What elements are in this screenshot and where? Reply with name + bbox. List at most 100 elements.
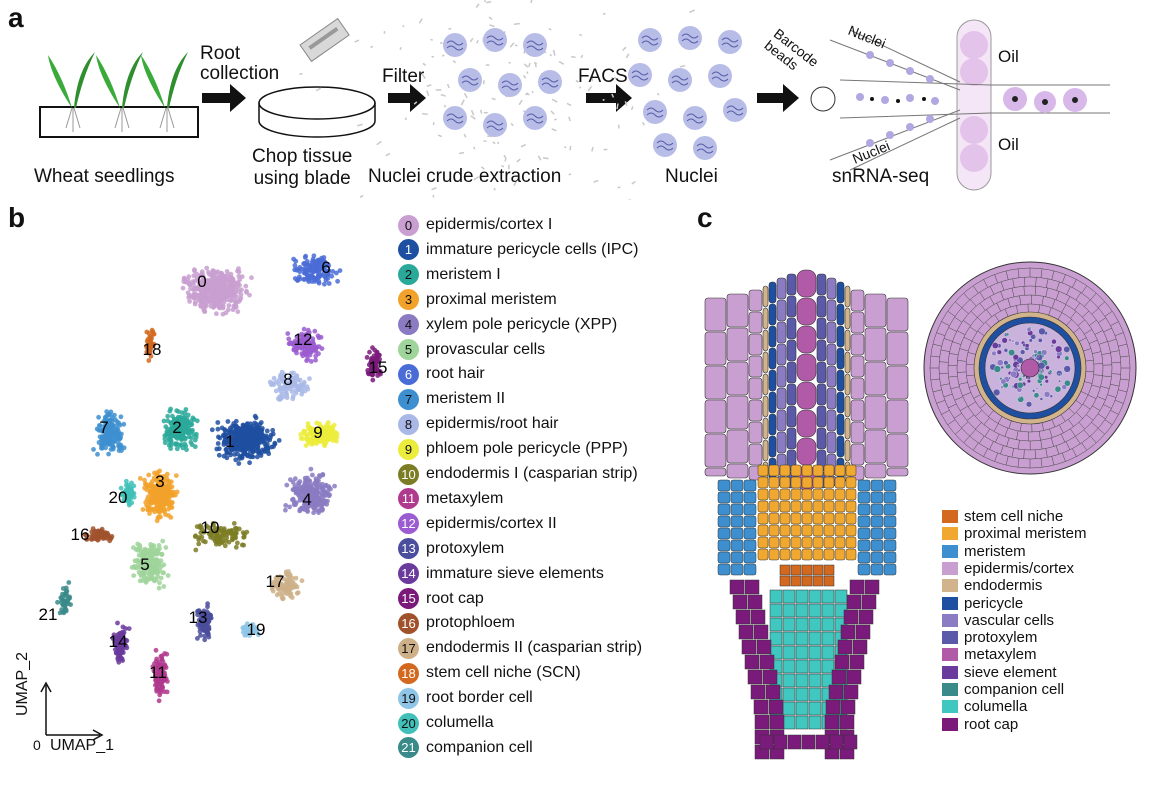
tissue-legend-label: meristem <box>964 542 1026 560</box>
umap-cluster-10 <box>192 521 250 553</box>
cluster-legend-dot: 1 <box>398 239 419 261</box>
umap-cluster-7 <box>91 409 127 457</box>
cluster-legend-dot: 14 <box>398 563 419 585</box>
tissue-legend-item: sieve element <box>942 664 1057 681</box>
panel-label-b: b <box>8 202 26 233</box>
umap-cluster-label: 14 <box>109 632 128 651</box>
umap-cluster-0 <box>180 265 254 317</box>
cluster-legend-label: epidermis/cortex I <box>426 216 553 233</box>
umap-cluster-label: 3 <box>155 472 164 491</box>
cluster-legend-dot: 3 <box>398 289 419 311</box>
cluster-legend-label: epidermis/root hair <box>426 415 559 433</box>
tissue-legend-label: endodermis <box>964 577 1043 595</box>
cluster-legend-dot: 5 <box>398 339 419 360</box>
workflow-diagram <box>39 0 1110 200</box>
step-snrna-seq: snRNA-seq <box>832 166 930 187</box>
cluster-legend-label: meristem II <box>426 390 506 408</box>
umap-cluster-label: 21 <box>39 605 58 624</box>
cluster-legend-dot: 12 <box>398 513 419 535</box>
umap-cluster-16 <box>82 526 115 544</box>
umap-cluster-label: 18 <box>143 340 162 359</box>
tissue-legend-item: pericycle <box>942 595 1023 612</box>
umap-cluster-label: 6 <box>321 258 330 277</box>
umap-cluster-label: 10 <box>201 518 220 537</box>
tissue-legend-swatch <box>942 596 958 610</box>
umap-cluster-14 <box>110 620 132 665</box>
cluster-legend-dot: 11 <box>398 488 419 510</box>
cluster-legend-dot: 13 <box>398 538 419 560</box>
umap-cluster-label: 12 <box>294 330 313 349</box>
tissue-legend-item: vascular cells <box>942 612 1054 629</box>
tissue-legend-label: epidermis/cortex <box>964 559 1075 577</box>
umap-cluster-1 <box>209 413 282 466</box>
tissue-legend-item: meristem <box>942 543 1026 560</box>
cluster-legend-label: endodermis II (casparian strip) <box>426 639 643 657</box>
cluster-legend-item-8: 8 epidermis/root hair <box>398 413 559 435</box>
tissue-legend-item: epidermis/cortex <box>942 560 1074 577</box>
cluster-legend-label: metaxylem <box>426 489 504 507</box>
tissue-legend-label: metaxylem <box>964 646 1037 664</box>
cluster-legend-label: immature sieve elements <box>426 564 604 582</box>
tissue-legend-item: endodermis <box>942 577 1042 594</box>
tissue-legend-swatch <box>942 561 958 575</box>
umap-cluster-21 <box>55 580 73 616</box>
petri-dish-illustration <box>258 17 376 138</box>
tissue-legend-label: vascular cells <box>964 611 1055 629</box>
panel-label-a: a <box>8 2 24 33</box>
umap-cluster-label: 5 <box>140 555 149 574</box>
umap-cluster-9 <box>298 420 340 449</box>
wheat-seedlings-illustration <box>39 52 199 138</box>
umap-cluster-2 <box>161 406 200 453</box>
cluster-legend-dot: 17 <box>398 637 419 659</box>
cluster-legend-label: provascular cells <box>426 340 546 358</box>
arrow-label-root-collection: Root collection <box>200 43 280 84</box>
tissue-legend-item: metaxylem <box>942 646 1037 663</box>
umap-cluster-label: 15 <box>369 358 388 377</box>
tissue-legend-swatch <box>942 544 958 558</box>
cluster-legend-label: root cap <box>426 589 484 607</box>
cluster-legend-item-17: 17 endodermis II (casparian strip) <box>398 637 642 659</box>
cluster-legend-item-11: 11 metaxylem <box>398 488 503 510</box>
arrow-label-facs: FACS <box>578 66 628 87</box>
umap-cluster-label: 2 <box>172 418 181 437</box>
umap-cluster-18 <box>144 327 157 363</box>
umap-cluster-20 <box>118 478 137 508</box>
cluster-legend-dot: 2 <box>398 264 419 286</box>
umap-cluster-17 <box>269 569 305 602</box>
tissue-legend-swatch <box>942 510 958 523</box>
cluster-legend-dot: 8 <box>398 413 419 435</box>
label-oil-bottom: Oil <box>998 135 1019 154</box>
umap-cluster-label: 4 <box>302 490 311 509</box>
cluster-legend-label: protophloem <box>426 614 515 632</box>
umap-cluster-label: 1 <box>225 432 234 451</box>
crude-extraction-illustration <box>299 0 695 200</box>
step-nuclei-crude-extraction: Nuclei crude extraction <box>368 166 562 187</box>
tissue-legend-label: root cap <box>964 715 1019 733</box>
tissue-legend-item: columella <box>942 698 1027 715</box>
cluster-legend-item-5: 5 provascular cells <box>398 339 545 361</box>
cluster-legend-dot: 20 <box>398 712 419 734</box>
microfluidic-illustration <box>810 19 1110 191</box>
cluster-legend-dot: 10 <box>398 463 419 485</box>
tissue-legend-swatch <box>942 527 958 541</box>
umap-cluster-label: 7 <box>99 418 108 437</box>
umap-cluster-5 <box>129 538 171 591</box>
cluster-legend-label: stem cell niche (SCN) <box>426 664 581 682</box>
tissue-legend-item: proximal meristem <box>942 525 1087 542</box>
umap-x-axis-label: UMAP_1 <box>50 737 115 754</box>
cluster-legend-label: phloem pole pericycle (PPP) <box>426 440 628 458</box>
root-longitudinal-diagram <box>704 269 909 760</box>
umap-cluster-label: 0 <box>197 272 206 291</box>
